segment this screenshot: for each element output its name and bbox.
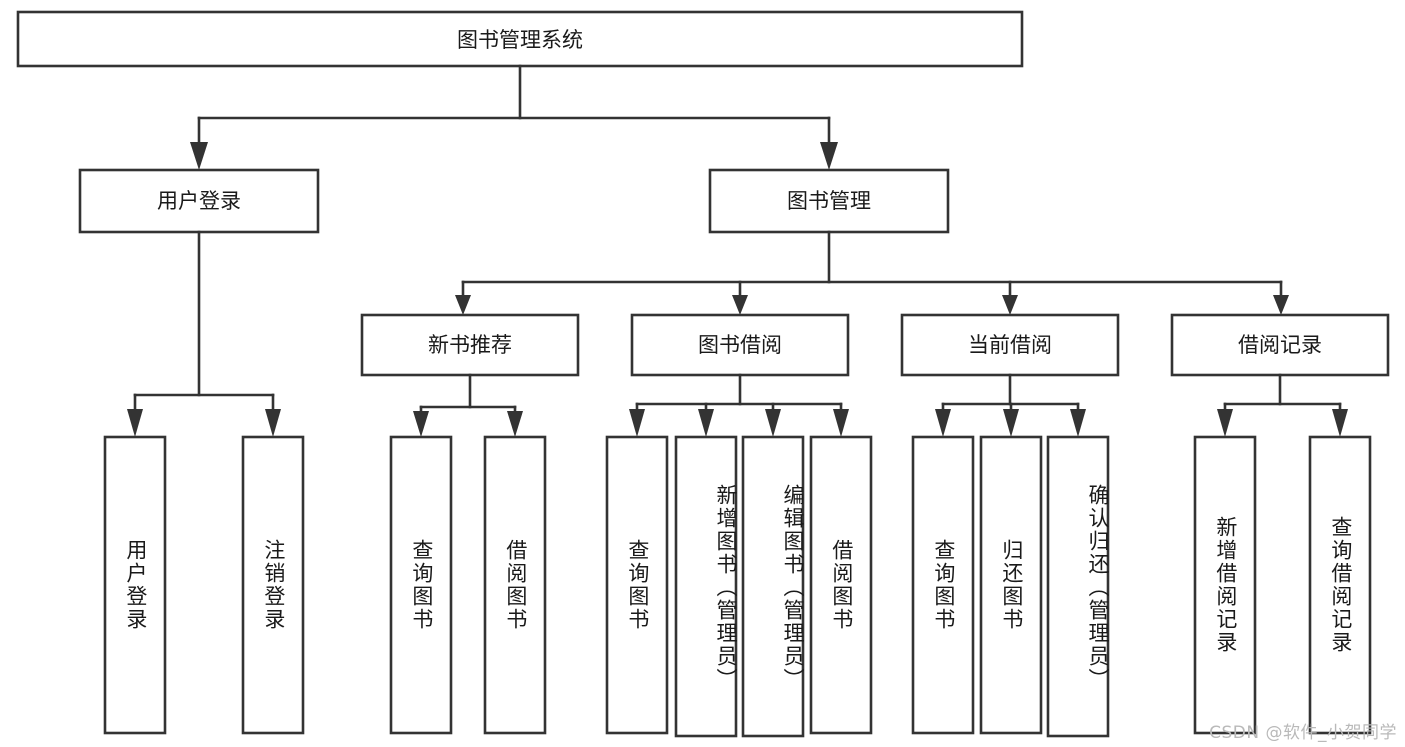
leaf-new-book-1[interactable] <box>389 435 453 735</box>
node-current-borrow[interactable] <box>900 313 1120 377</box>
leaf-current-borrow-2[interactable] <box>979 435 1043 735</box>
arrow-to-book-manage <box>820 142 838 170</box>
arrow-leaf-book-borrow-2 <box>698 409 714 437</box>
node-book-borrow[interactable] <box>630 313 850 377</box>
leaf-book-borrow-2[interactable] <box>674 435 738 738</box>
leaf-book-borrow-1[interactable] <box>605 435 669 735</box>
leaf-book-borrow-4[interactable] <box>809 435 873 735</box>
node-book-manage-label: 图书管理 <box>787 189 871 213</box>
node-book-manage[interactable] <box>708 168 950 234</box>
leaf-borrow-record-2[interactable] <box>1308 435 1372 735</box>
arrow-leaf-current-borrow-1 <box>935 409 951 437</box>
node-borrow-record[interactable] <box>1170 313 1390 377</box>
watermark: CSDN @软件_小贺同学 <box>1209 723 1397 743</box>
arrow-leaf-new-book-1 <box>413 411 429 437</box>
leaf-current-borrow-1[interactable] <box>911 435 975 735</box>
arrow-leaf-book-borrow-1 <box>629 409 645 437</box>
arrow-leaf-book-borrow-3 <box>765 409 781 437</box>
arrow-leaf-user-login-2 <box>265 409 281 437</box>
node-root-label: 图书管理系统 <box>457 28 583 52</box>
arrow-leaf-book-borrow-4 <box>833 409 849 437</box>
leaf-user-login-1[interactable] <box>103 435 167 735</box>
node-user-login-label: 用户登录 <box>157 189 241 213</box>
node-new-book-recommend-label: 新书推荐 <box>428 333 512 357</box>
node-root[interactable] <box>16 10 1024 68</box>
arrow-to-new-book <box>455 295 471 315</box>
node-borrow-record-label: 借阅记录 <box>1238 333 1322 357</box>
leaf-book-borrow-3[interactable] <box>741 435 805 738</box>
arrow-leaf-current-borrow-2 <box>1003 409 1019 437</box>
arrow-to-user-login <box>190 142 208 170</box>
arrow-to-borrow-record <box>1273 295 1289 315</box>
arrow-to-book-borrow <box>732 295 748 315</box>
leaf-borrow-record-1[interactable] <box>1193 435 1257 735</box>
node-book-borrow-label: 图书借阅 <box>698 333 782 357</box>
node-new-book-recommend[interactable] <box>360 313 580 377</box>
leaf-new-book-2[interactable] <box>483 435 547 735</box>
node-current-borrow-label: 当前借阅 <box>968 333 1052 357</box>
arrow-leaf-current-borrow-3 <box>1070 409 1086 437</box>
arrow-leaf-borrow-record-1 <box>1217 409 1233 437</box>
leaf-current-borrow-3[interactable] <box>1046 435 1110 738</box>
arrow-leaf-new-book-2 <box>507 411 523 437</box>
arrow-to-current-borrow <box>1002 295 1018 315</box>
arrow-leaf-user-login-1 <box>127 409 143 437</box>
leaf-user-login-2[interactable] <box>241 435 305 735</box>
arrow-leaf-borrow-record-2 <box>1332 409 1348 437</box>
